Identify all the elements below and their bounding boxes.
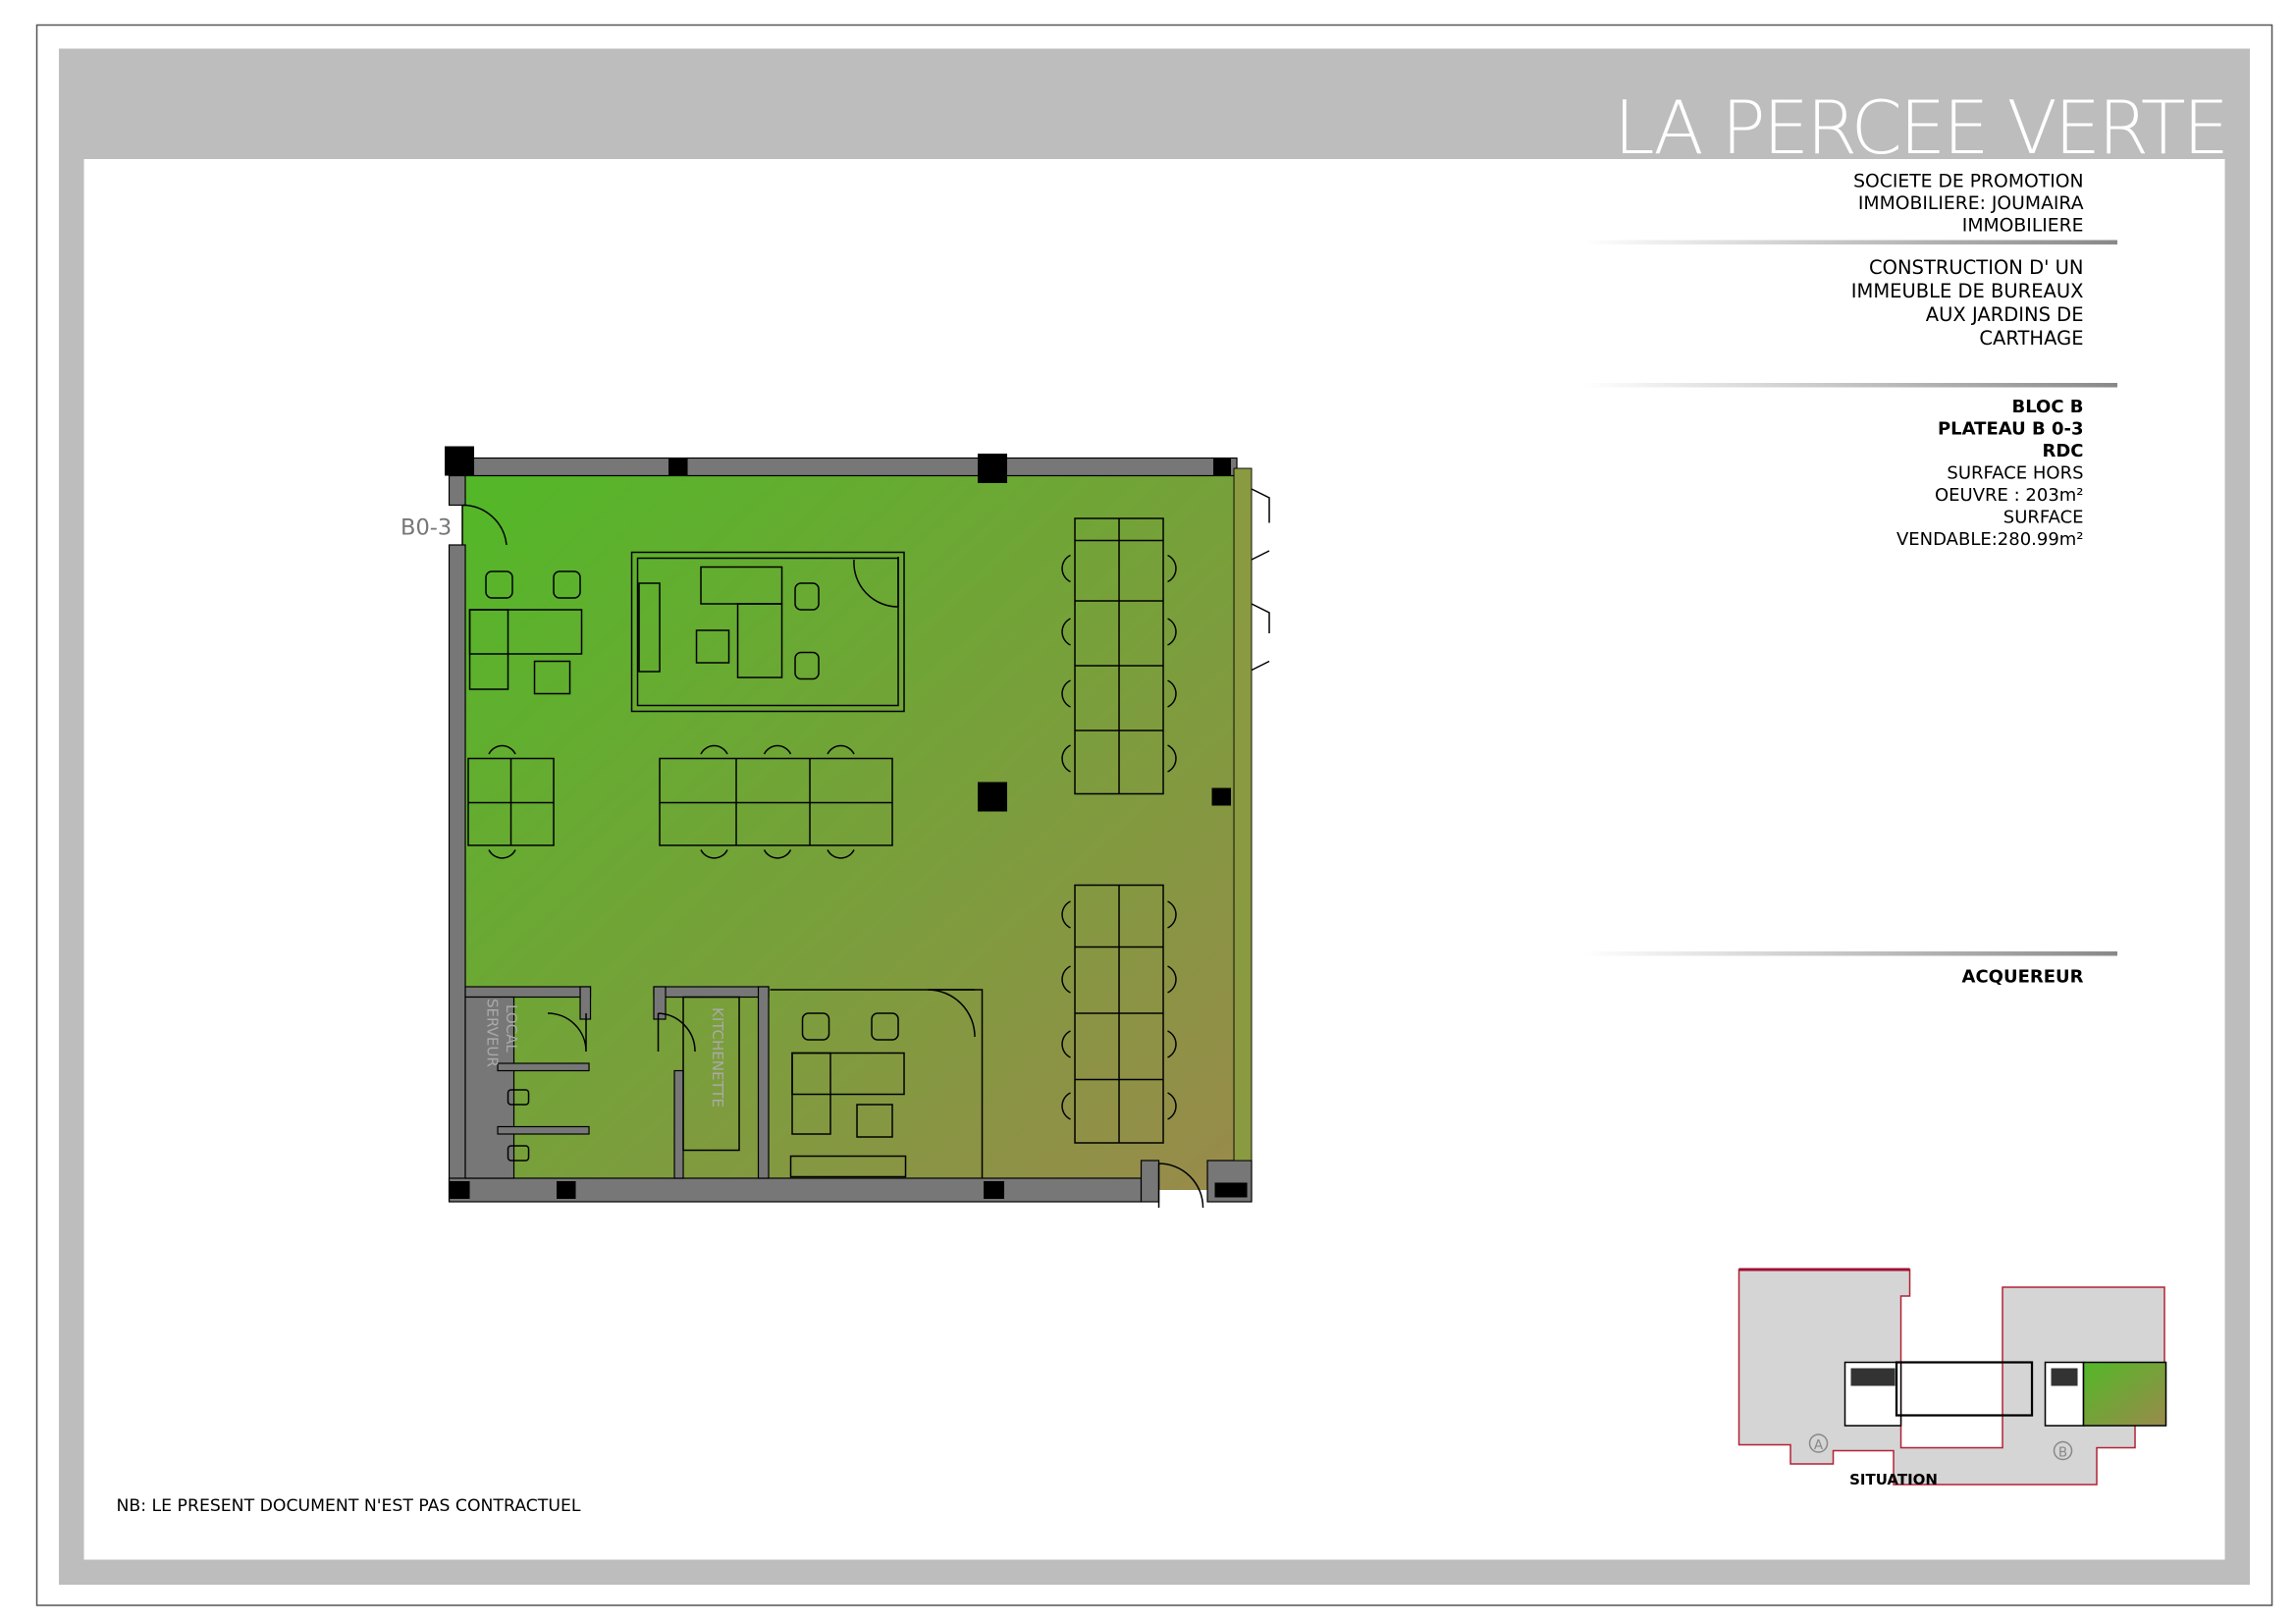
lot-line: RDC bbox=[2043, 441, 2084, 461]
situation-plan: A B SITUATION bbox=[1737, 1268, 2167, 1488]
project-title: LA PERCEE VERTE bbox=[1614, 84, 2226, 171]
project-line: CARTHAGE bbox=[1979, 327, 2083, 350]
client-block: SOCIETE DE PROMOTION IMMOBILIERE: JOUMAI… bbox=[1853, 172, 2084, 237]
lot-line: OEUVRE : 203m² bbox=[1935, 485, 2084, 506]
lot-line: BLOC B bbox=[2011, 397, 2083, 417]
project-block: CONSTRUCTION D' UN IMMEUBLE DE BUREAUX A… bbox=[1851, 256, 2084, 350]
server-room-label: SERVEUR bbox=[484, 999, 502, 1067]
lot-line: SURFACE bbox=[2003, 508, 2084, 528]
lot-line: VENDABLE:280.99m² bbox=[1896, 529, 2084, 550]
block-a-marker: A bbox=[1814, 1437, 1824, 1453]
server-room-label: LOCAL bbox=[503, 1004, 520, 1053]
project-line: CONSTRUCTION D' UN bbox=[1869, 256, 2084, 279]
plan-floor-area bbox=[462, 471, 1253, 1190]
client-line: IMMOBILIERE bbox=[1962, 216, 2084, 237]
desk-cluster bbox=[1074, 517, 1164, 1144]
divider bbox=[1582, 240, 2118, 244]
project-line: IMMEUBLE DE BUREAUX bbox=[1851, 280, 2084, 302]
floor-plan: B0-3 bbox=[400, 446, 1270, 1209]
buyer-label: ACQUEREUR bbox=[1962, 967, 2084, 988]
chairs bbox=[488, 554, 1177, 1120]
project-line: AUX JARDINS DE bbox=[1926, 303, 2084, 326]
site-outline bbox=[1737, 1269, 2165, 1486]
desk-cluster bbox=[467, 757, 893, 846]
lot-block: BLOC B PLATEAU B 0-3 RDC SURFACE HORS OE… bbox=[1896, 397, 2084, 550]
kitchen-label: KITCHENETTE bbox=[709, 1007, 726, 1108]
lot-line: PLATEAU B 0-3 bbox=[1938, 419, 2084, 440]
unit-label: B0-3 bbox=[400, 515, 452, 541]
divider bbox=[1582, 951, 2118, 956]
block-b-marker: B bbox=[2058, 1445, 2067, 1461]
lot-line: SURFACE HORS bbox=[1947, 463, 2083, 484]
situation-label: SITUATION bbox=[1849, 1471, 1938, 1488]
divider bbox=[1582, 383, 2118, 388]
highlighted-unit bbox=[2082, 1361, 2167, 1427]
client-line: IMMOBILIERE: JOUMAIRA bbox=[1858, 193, 2084, 214]
client-line: SOCIETE DE PROMOTION bbox=[1853, 172, 2083, 192]
disclaimer: NB: LE PRESENT DOCUMENT N'EST PAS CONTRA… bbox=[117, 1496, 581, 1516]
